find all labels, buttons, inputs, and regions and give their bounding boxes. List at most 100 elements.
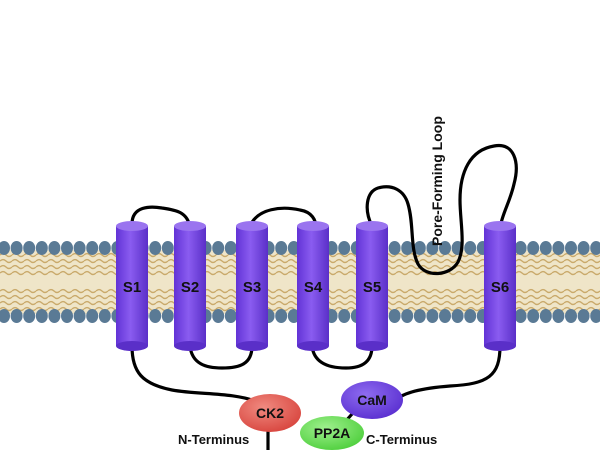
lipid-head [35,309,48,323]
lipid-head [35,241,48,255]
lipid-head [401,309,414,323]
lipid-head [401,241,414,255]
lipid-head [10,309,23,323]
lipid-head [426,309,439,323]
lipid-head [149,241,162,255]
helix-bottom-cap [174,341,206,351]
lipid-head [23,309,36,323]
lipid-head [464,309,477,323]
helix-body [236,226,268,346]
lipid-head [451,309,464,323]
pp2a-ellipse [300,416,364,450]
ck2-label: CK2 [256,405,284,421]
lipid-head [287,309,300,323]
lipid-head [0,241,10,255]
lipid-head [212,241,225,255]
loop-s1-s2 [130,205,192,230]
lipid-head [539,309,552,323]
ck2-kinase: CK2 [239,394,301,432]
lipid-head [275,241,288,255]
lipid-head [426,241,439,255]
lipid-head [464,241,477,255]
lipid-head [439,309,451,323]
helix-top-cap [484,221,516,231]
lipid-head [388,241,401,255]
lipid-head [413,309,426,323]
lipid-head [527,241,540,255]
helix-bottom-cap [116,341,148,351]
lipid-head [23,241,36,255]
pp2a-phosphatase: PP2A [300,416,364,450]
helix-body [484,226,516,346]
transmembrane-segments: S1 S2 S3 S4 S5 S6 [116,221,516,351]
lipid-head [577,309,590,323]
helix-label: S2 [181,279,199,296]
lipid-head [86,241,99,255]
lipid-head [565,241,577,255]
helix-body [297,226,329,346]
n-terminal-tail [130,344,260,404]
helix-body [116,226,148,346]
pp2a-label: PP2A [314,425,351,441]
helix-bottom-cap [356,341,388,351]
lipid-head [590,241,600,255]
lipid-head [552,241,565,255]
lipid-head [61,241,73,255]
loop-s4-s5 [310,344,374,370]
helix-top-cap [356,221,388,231]
helix-s5: S5 [356,221,388,351]
cam-protein: CaM [341,381,403,419]
lipid-head [73,309,86,323]
helix-label: S5 [363,279,381,296]
lipid-head [86,309,99,323]
lipid-head [527,309,540,323]
lipid-head [539,241,552,255]
lipid-head [338,241,351,255]
pore-forming-loop [365,143,518,276]
lipid-head [275,309,288,323]
helix-bottom-cap [236,341,268,351]
helix-s2: S2 [174,221,206,351]
lipid-head [388,309,401,323]
helix-s3: S3 [236,221,268,351]
c-terminal-tail [394,344,502,402]
lipid-head [149,309,162,323]
lipid-head [161,241,174,255]
helix-bottom-cap [297,341,329,351]
lipid-head [287,241,300,255]
lipid-head [514,241,527,255]
lipid-head [212,309,225,323]
loop-s2-s3 [188,344,254,370]
lipid-head [514,309,527,323]
cam-label: CaM [357,392,387,408]
pore-forming-loop-label: Pore-Forming Loop [429,116,445,246]
lipid-head [61,309,73,323]
c-terminus-label: C-Terminus [366,432,437,447]
lipid-head [224,309,237,323]
helix-body [174,226,206,346]
cam-ellipse [341,381,403,419]
n-terminus-label: N-Terminus [178,432,249,447]
lipid-head [98,241,111,255]
lipid-head [73,241,86,255]
lipid-head [552,309,565,323]
lipid-head [413,241,426,255]
helix-label: S3 [243,279,261,296]
ck2-ellipse [239,394,301,432]
lipid-head [0,309,10,323]
lipid-head [98,309,111,323]
lipid-head [48,309,61,323]
lipid-head [10,241,23,255]
lipid-head [338,309,351,323]
helix-top-cap [174,221,206,231]
helix-s4: S4 [297,221,329,351]
lipid-head [565,309,577,323]
helix-top-cap [116,221,148,231]
helix-label: S1 [123,279,141,296]
helix-bottom-cap [484,341,516,351]
helix-label: S6 [491,279,509,296]
lipid-head [439,241,451,255]
lipid-head [577,241,590,255]
